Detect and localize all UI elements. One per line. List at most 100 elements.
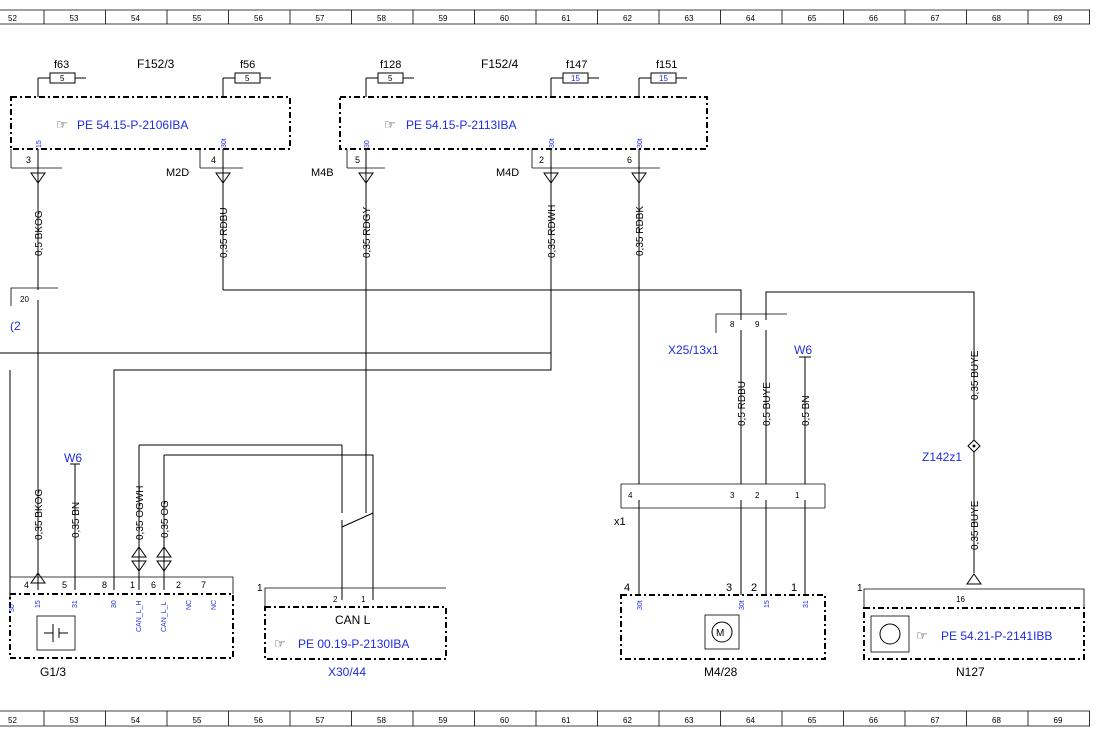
- reference-link[interactable]: PE 54.15-P-2113IBA: [406, 118, 517, 132]
- component-label: N127: [956, 665, 985, 679]
- ruler-number: 53: [70, 716, 79, 725]
- wire-label: 0,35 BN: [71, 502, 82, 538]
- ruler-number: 59: [439, 716, 448, 725]
- ruler-number: 63: [685, 14, 694, 23]
- fuse-rating: 5: [388, 74, 393, 83]
- ruler-number: 63: [685, 716, 694, 725]
- ruler-number: 58: [377, 14, 386, 23]
- ruler-number: 61: [562, 716, 571, 725]
- bottom-ruler: [0, 710, 1090, 727]
- ruler-number: 60: [500, 716, 509, 725]
- pin-terminal: NC: [186, 600, 193, 610]
- ruler-number: 55: [193, 716, 202, 725]
- pin-number: 1: [791, 582, 797, 594]
- pin-number: 4: [211, 155, 216, 165]
- ruler-number: 59: [439, 14, 448, 23]
- component-label: M4/28: [704, 665, 738, 679]
- fuse-box-f152-4: [339, 96, 708, 150]
- ruler-number: 62: [623, 716, 632, 725]
- wire-label: 0,5 BN: [801, 395, 812, 426]
- pin-number: 4: [24, 580, 29, 590]
- pin-number: 2: [333, 595, 338, 604]
- fuse-box-f152-3: [10, 96, 291, 150]
- ruler-number: 68: [992, 14, 1001, 23]
- motor-icon: M: [716, 628, 724, 639]
- ground-label-w6: W6: [794, 343, 812, 357]
- fuse-box-pins: 3 4 5 2 6: [10, 149, 660, 169]
- connector-arrows: [30, 172, 647, 184]
- pin-number: 7: [201, 580, 206, 590]
- fuse-name: f151: [656, 59, 677, 71]
- fuse-name: f128: [380, 59, 401, 71]
- ruler-number: 68: [992, 716, 1001, 725]
- connector-label-m4b: M4B: [311, 167, 334, 179]
- fuse-rating: 5: [60, 74, 65, 83]
- component-g1-3: 4 5 8 1 6 2 7 30 15 31 30 CAN_L_H CAN_L_…: [9, 576, 234, 679]
- terminal-label: 30t: [637, 138, 644, 148]
- splice-label: Z142z1: [922, 450, 962, 464]
- component-label: G1/3: [40, 665, 66, 679]
- fuse-f56: f56 5: [222, 59, 271, 97]
- reference-2[interactable]: ☞ PE 54.15-P-2113IBA: [384, 117, 517, 132]
- component-x30-44: 1 2 1 CAN L ☞ PE 00.19-P-2130IBA X30/44: [257, 583, 447, 679]
- pin-terminal: 15: [764, 600, 771, 608]
- pin-terminal: 15: [35, 600, 42, 608]
- connector-x1: 4 3 2 1 x1: [614, 483, 826, 528]
- connector-arrows-lower: [30, 546, 982, 585]
- terminal-label: 15: [36, 140, 43, 148]
- ruler-number: 61: [562, 14, 571, 23]
- wire-label: 0,35 BUYE: [970, 350, 981, 400]
- ruler-number: 52: [8, 14, 17, 23]
- pin-number: 4: [628, 491, 633, 500]
- component-m4-28: M 4 3 2 1 30t 30t 15 31 M4/28: [620, 582, 826, 679]
- pin-number: 5: [355, 155, 360, 165]
- ruler-number: 56: [254, 716, 263, 725]
- reference-1[interactable]: ☞ PE 54.15-P-2106IBA: [56, 117, 188, 132]
- connector-label: X25/13x1: [668, 343, 719, 357]
- ruler-number: 65: [808, 14, 817, 23]
- connector-label-m4d: M4D: [496, 167, 519, 179]
- reference-link[interactable]: PE 54.15-P-2106IBA: [77, 118, 188, 132]
- fuse-box-label-f152-3: F152/3: [137, 57, 175, 71]
- component-n127: 1 16 ☞ PE 54.21-P-2141IBB N127: [857, 583, 1085, 679]
- reference-link[interactable]: PE 54.21-P-2141IBB: [941, 629, 1052, 643]
- pin-terminal: 30: [111, 600, 118, 608]
- hand-pointer-icon: ☞: [384, 117, 396, 132]
- pin-number: 6: [151, 580, 156, 590]
- connector-label-m2d: M2D: [166, 167, 189, 179]
- pin-terminal: CAN_L_H: [136, 600, 143, 632]
- pin-number: 2: [176, 580, 181, 590]
- hand-pointer-icon: ☞: [274, 636, 286, 651]
- terminal-label: 30t: [549, 138, 556, 148]
- pin-number: 1: [361, 595, 366, 604]
- ruler-number: 64: [746, 716, 755, 725]
- can-label: CAN L: [335, 613, 371, 627]
- wire-label: 0,35 OGWH: [135, 486, 146, 540]
- terminal-label: 30t: [221, 138, 228, 148]
- pin-number: 2: [539, 155, 544, 165]
- ruler-number: 53: [70, 14, 79, 23]
- pin-number: 1: [130, 580, 135, 590]
- wire-label: 0,35 BKOG: [34, 489, 45, 540]
- ruler-number: 54: [131, 14, 140, 23]
- pin-number: 3: [26, 155, 31, 165]
- wire-label: 0,5 BUYE: [762, 382, 773, 426]
- fuse-box-label-f152-4: F152/4: [481, 57, 519, 71]
- pin-number: 9: [755, 320, 760, 329]
- fuse-name: f56: [240, 59, 255, 71]
- reference-link[interactable]: PE 00.19-P-2130IBA: [298, 637, 409, 651]
- fuse-f151: f151 15: [638, 59, 687, 97]
- pin-number: 8: [102, 580, 107, 590]
- pin-number: 1: [257, 583, 263, 594]
- ruler-number: 66: [869, 716, 878, 725]
- pin-terminal: CAN_L_L: [161, 602, 168, 632]
- connector-label: x1: [614, 516, 626, 528]
- wire-label: 0,35 RDBK: [635, 206, 646, 256]
- fuse-name: f147: [566, 59, 587, 71]
- wire-label: 0,5 RDBU: [737, 381, 748, 426]
- ruler-number: 69: [1054, 14, 1063, 23]
- ruler-number: 67: [931, 716, 940, 725]
- pin-terminal: NC: [211, 600, 218, 610]
- fuse-name: f63: [54, 59, 69, 71]
- pin-number: 1: [795, 491, 800, 500]
